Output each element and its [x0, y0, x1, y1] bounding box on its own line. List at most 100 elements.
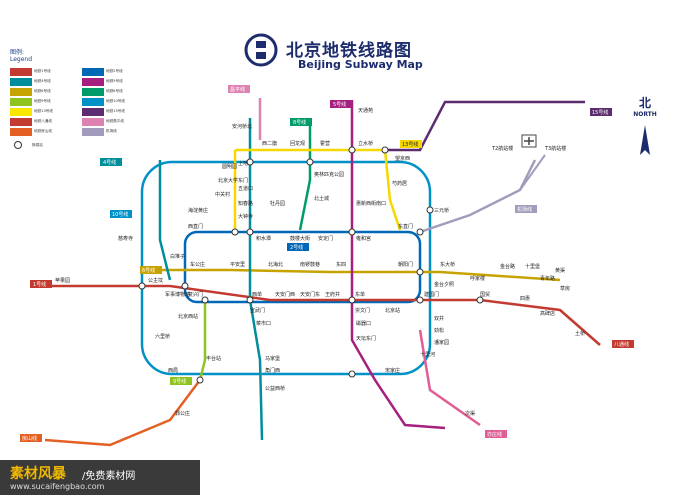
station-label: 三元桥 [434, 207, 449, 214]
line-badge-bg [485, 430, 507, 438]
legend-item-label: 地铁15号线 [106, 109, 125, 113]
legend-transfer-label: 换乘站 [32, 143, 43, 147]
station-label: 王府井 [325, 291, 340, 298]
legend-item-label: 地铁1号线 [34, 69, 51, 73]
station-label: 奥林匹克公园 [314, 171, 344, 178]
station-label: 平安里 [230, 261, 245, 268]
station-label: 积水潭 [256, 235, 271, 242]
airport-icon [521, 134, 537, 148]
line-6[interactable] [150, 268, 561, 282]
north-label-en: NORTH [633, 111, 657, 118]
legend-swatch [10, 98, 32, 106]
line-badge-bg [590, 108, 612, 116]
transfer-station[interactable] [231, 228, 239, 236]
line-5[interactable] [350, 100, 446, 430]
transfer-station[interactable] [348, 146, 356, 154]
transfer-station[interactable] [306, 158, 314, 166]
transfer-station[interactable] [476, 296, 484, 304]
station-label: 北京西站 [178, 313, 198, 320]
station-label: 天坛东门 [356, 335, 376, 342]
transfer-station[interactable] [196, 376, 204, 384]
transfer-station[interactable] [416, 228, 424, 236]
line-15[interactable] [385, 100, 585, 152]
transfer-station[interactable] [348, 296, 356, 304]
station-label: 安定门 [318, 235, 333, 242]
transfer-station[interactable] [181, 282, 189, 290]
transfer-station[interactable] [416, 268, 424, 276]
line-airport-branch[interactable] [519, 154, 546, 191]
legend-item-label: 地铁5号线 [106, 79, 123, 83]
station-labels: 西直门 东直门 建国门 复兴门 宣武门 崇文门 天安门西 天安门东 王府井 东单… [55, 107, 585, 417]
legend-transfer-icon [14, 141, 22, 149]
transfer-station[interactable] [426, 206, 434, 214]
transfer-station[interactable] [201, 296, 209, 304]
line-badge: 8号线 [293, 119, 306, 126]
transfer-station[interactable] [348, 228, 356, 236]
line-badge: 10号线 [112, 211, 128, 218]
station-label: 牡丹园 [270, 200, 285, 207]
station-label: 劲松 [434, 327, 444, 334]
station-label: 慈寿寺 [118, 235, 133, 242]
station-label: 北海北 [268, 261, 283, 268]
line-badge: 9号线 [173, 378, 186, 385]
line-airport[interactable] [419, 159, 537, 234]
transfer-station[interactable] [348, 370, 356, 378]
legend-swatch [10, 88, 32, 96]
station-label: T2航站楼 [491, 145, 513, 152]
line-badge: 13号线 [402, 141, 418, 148]
station-label: 鼓楼大街 [290, 235, 310, 242]
legend-item-label: 地铁房山线 [34, 129, 52, 133]
station-label: 崇文门 [355, 307, 370, 314]
station-label: 东大桥 [440, 261, 455, 268]
line-badge: 15号线 [592, 109, 608, 116]
legend-swatch [10, 68, 32, 76]
watermark-bar [0, 460, 200, 495]
legend-swatch [82, 88, 104, 96]
line-badge-bg [330, 100, 352, 108]
line-badge: 机场线 [517, 206, 532, 213]
line-badge: 昌平线 [230, 86, 245, 93]
legend-item-label: 地铁八通线 [34, 119, 52, 123]
station-label: 西二旗 [262, 140, 277, 147]
legend-swatch [82, 98, 104, 106]
line-2-loop[interactable] [183, 230, 422, 304]
line-badge-bg [515, 205, 537, 213]
transfer-station[interactable] [416, 296, 424, 304]
line-badge-bg [290, 118, 312, 126]
legend-swatch [10, 78, 32, 86]
line-yizhuang[interactable] [418, 329, 481, 427]
station-label: 呼家楼 [470, 275, 485, 282]
legend-swatch [10, 128, 32, 136]
legend-item-label: 地铁昌平线 [106, 119, 124, 123]
line-9[interactable] [198, 300, 207, 381]
line-4-west[interactable] [158, 160, 172, 281]
station-label: 军事博物馆 [165, 291, 190, 298]
line-badge: 亦庄线 [487, 431, 502, 438]
line-fangshan[interactable] [44, 379, 201, 447]
line-8[interactable] [298, 118, 312, 231]
transfer-station[interactable] [138, 282, 146, 290]
line-4[interactable] [248, 118, 264, 441]
station-label: 北土城 [314, 195, 329, 202]
legend-item-label: 地铁2号线 [106, 69, 123, 73]
transfer-station[interactable] [246, 296, 254, 304]
legend-swatch [10, 118, 32, 126]
legend-item-label: 地铁8号线 [106, 89, 123, 93]
line-badge-bg [612, 340, 634, 348]
watermark-sub: /免费素材网 [82, 471, 136, 482]
line-badge: 房山线 [22, 435, 37, 442]
station-label: 草房 [560, 285, 570, 292]
watermark-url[interactable]: www.sucaifengbao.com [10, 482, 105, 491]
legend-swatch [82, 68, 104, 76]
station-label: 角门西 [265, 367, 280, 374]
station-label: 回龙观 [290, 140, 305, 147]
station-label: 次渠 [465, 410, 475, 417]
transfer-station[interactable] [381, 146, 389, 154]
line-batong[interactable] [479, 298, 601, 346]
map-title-en: Beijing Subway Map [298, 58, 423, 71]
station-label: 西直门 [188, 223, 203, 230]
transfer-station[interactable] [246, 228, 254, 236]
transfer-station[interactable] [246, 158, 254, 166]
